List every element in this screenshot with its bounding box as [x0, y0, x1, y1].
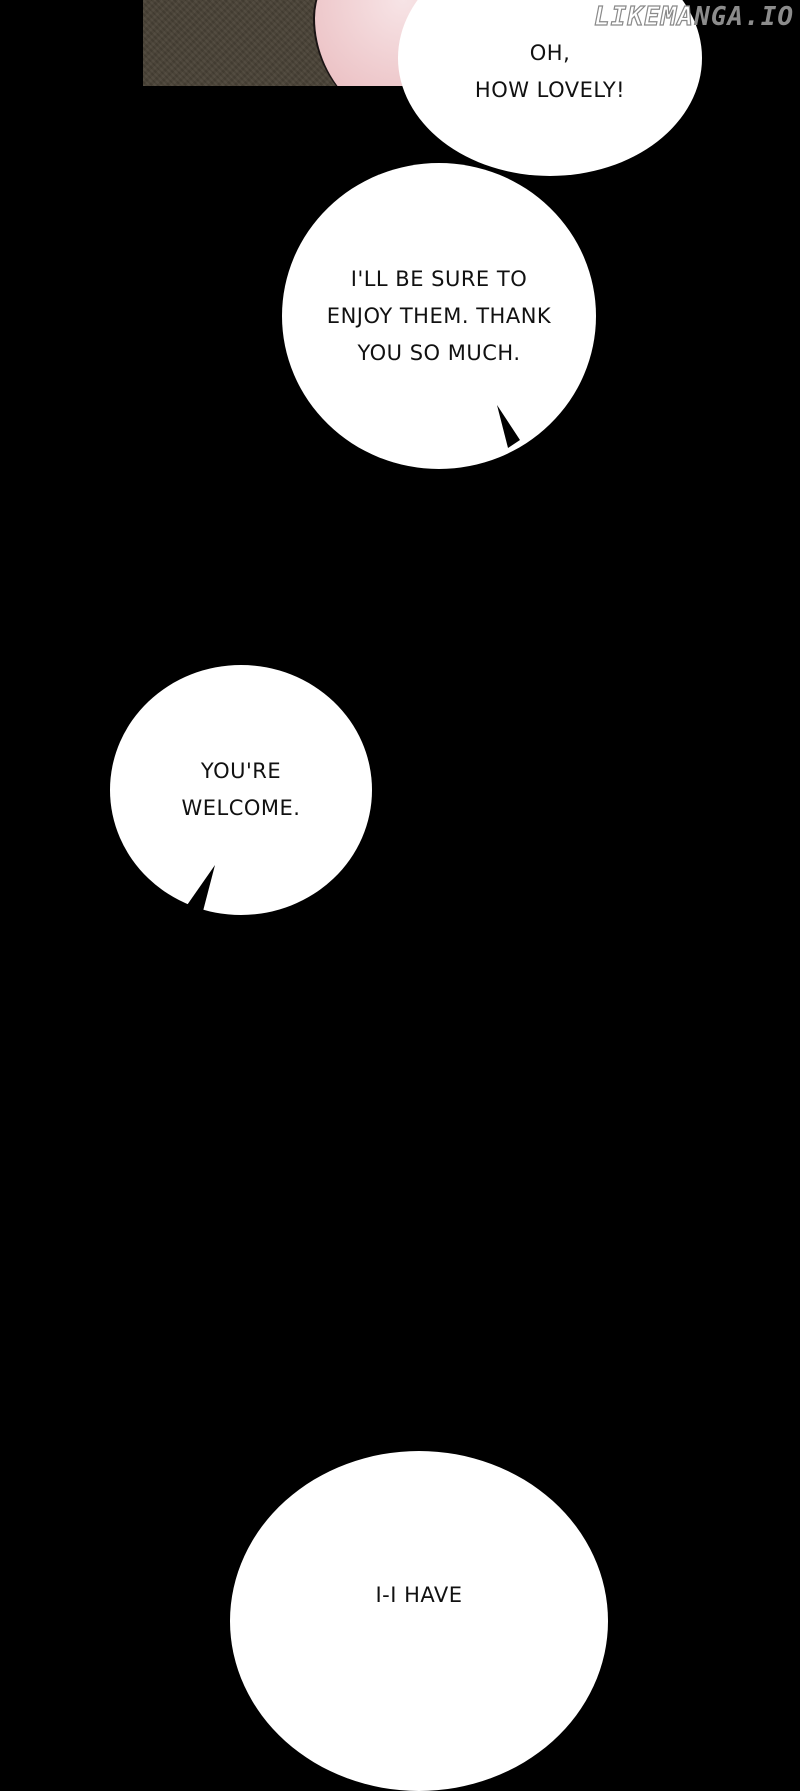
watermark-part-2: NGA.IO — [694, 2, 794, 32]
speech-bubble-4: I-I HAVE — [230, 1451, 608, 1791]
comic-panel-artwork — [143, 0, 423, 86]
speech-line: YOU'RE — [200, 759, 282, 783]
speech-tail-2 — [497, 405, 520, 448]
speech-line: YOU SO MUCH. — [357, 341, 521, 365]
speech-line: ENJOY THEM. THANK — [326, 304, 552, 328]
speech-text: I'LL BE SURE TO ENJOY THEM. THANK YOU SO… — [282, 261, 596, 372]
speech-line: OH, — [529, 41, 571, 65]
watermark-part-1: LIKEMA — [594, 1, 695, 32]
speech-text: I-I HAVE — [230, 1577, 608, 1614]
speech-line: WELCOME. — [181, 796, 301, 820]
speech-line: I'LL BE SURE TO — [350, 267, 528, 291]
site-watermark: LIKEMANGA.IO — [594, 1, 794, 32]
speech-text: YOU'RE WELCOME. — [110, 753, 372, 827]
speech-line: I-I HAVE — [375, 1583, 463, 1607]
speech-text: OH, HOW LOVELY! — [398, 35, 702, 109]
speech-bubble-2: I'LL BE SURE TO ENJOY THEM. THANK YOU SO… — [282, 163, 596, 469]
speech-bubble-3: YOU'RE WELCOME. — [110, 665, 372, 915]
speech-tail-3 — [185, 865, 215, 915]
speech-line: HOW LOVELY! — [474, 78, 626, 102]
